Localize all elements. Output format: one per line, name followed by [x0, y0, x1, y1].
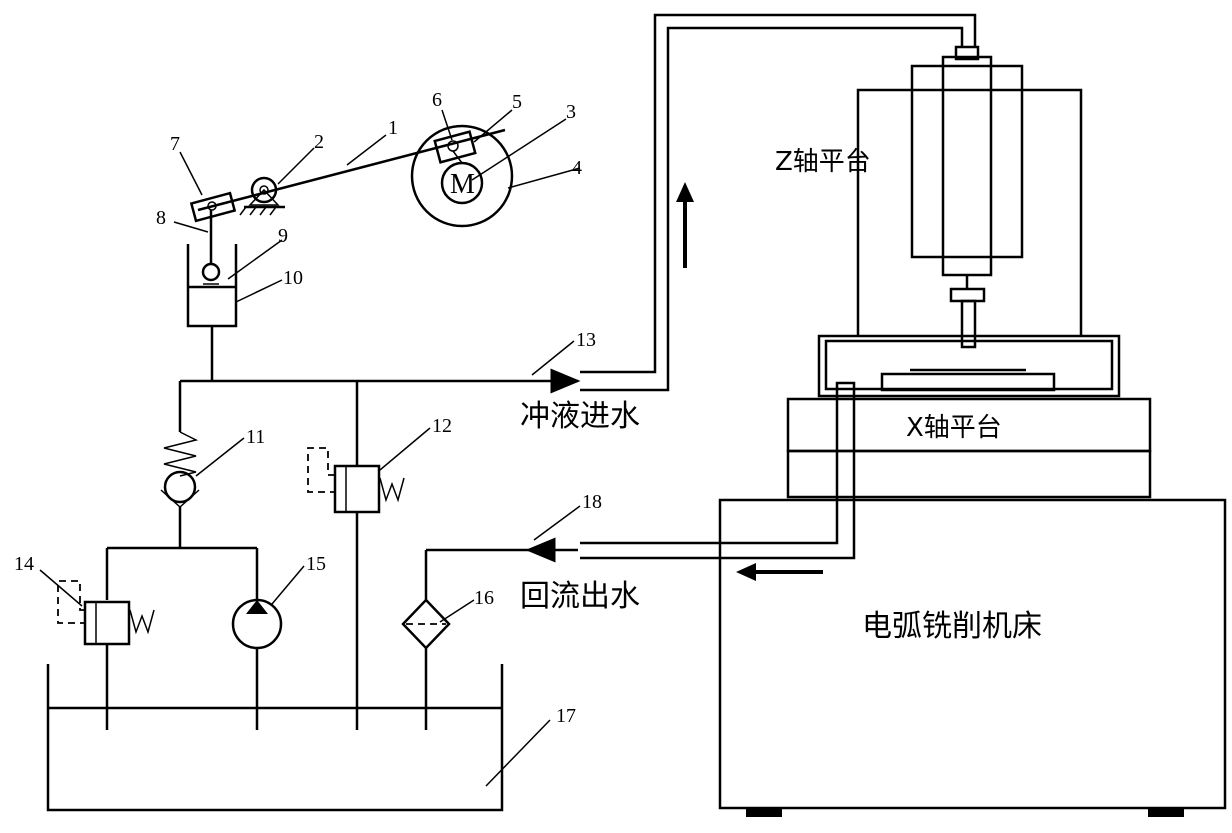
callout-1: 1 — [388, 117, 398, 139]
return-out-label: 回流出水 — [520, 579, 640, 614]
motor-label: M — [450, 169, 475, 200]
callout-18: 18 — [582, 491, 602, 513]
callout-2: 2 — [314, 131, 324, 153]
callout-11: 11 — [246, 426, 265, 448]
cam-lever-mechanism — [188, 126, 512, 326]
machine-label: 电弧铣削机床 — [862, 609, 1042, 644]
callout-14: 14 — [14, 553, 34, 575]
arc-milling-machine — [580, 15, 1225, 817]
callout-3: 3 — [566, 101, 576, 123]
callout-8: 8 — [156, 207, 166, 229]
callout-5: 5 — [512, 91, 522, 113]
callout-6: 6 — [432, 89, 442, 111]
callout-16: 16 — [474, 587, 494, 609]
callout-13: 13 — [576, 329, 596, 351]
callout-12: 12 — [432, 415, 452, 437]
callout-7: 7 — [170, 133, 180, 155]
callout-17: 17 — [556, 705, 576, 727]
callout-10: 10 — [283, 267, 303, 289]
callout-4: 4 — [572, 157, 582, 179]
z-platform-label: Z轴平台 — [775, 147, 871, 177]
x-platform-label: X轴平台 — [906, 413, 1002, 443]
callout-15: 15 — [306, 553, 326, 575]
flush-in-label: 冲液进水 — [520, 399, 640, 434]
callout-9: 9 — [278, 225, 288, 247]
